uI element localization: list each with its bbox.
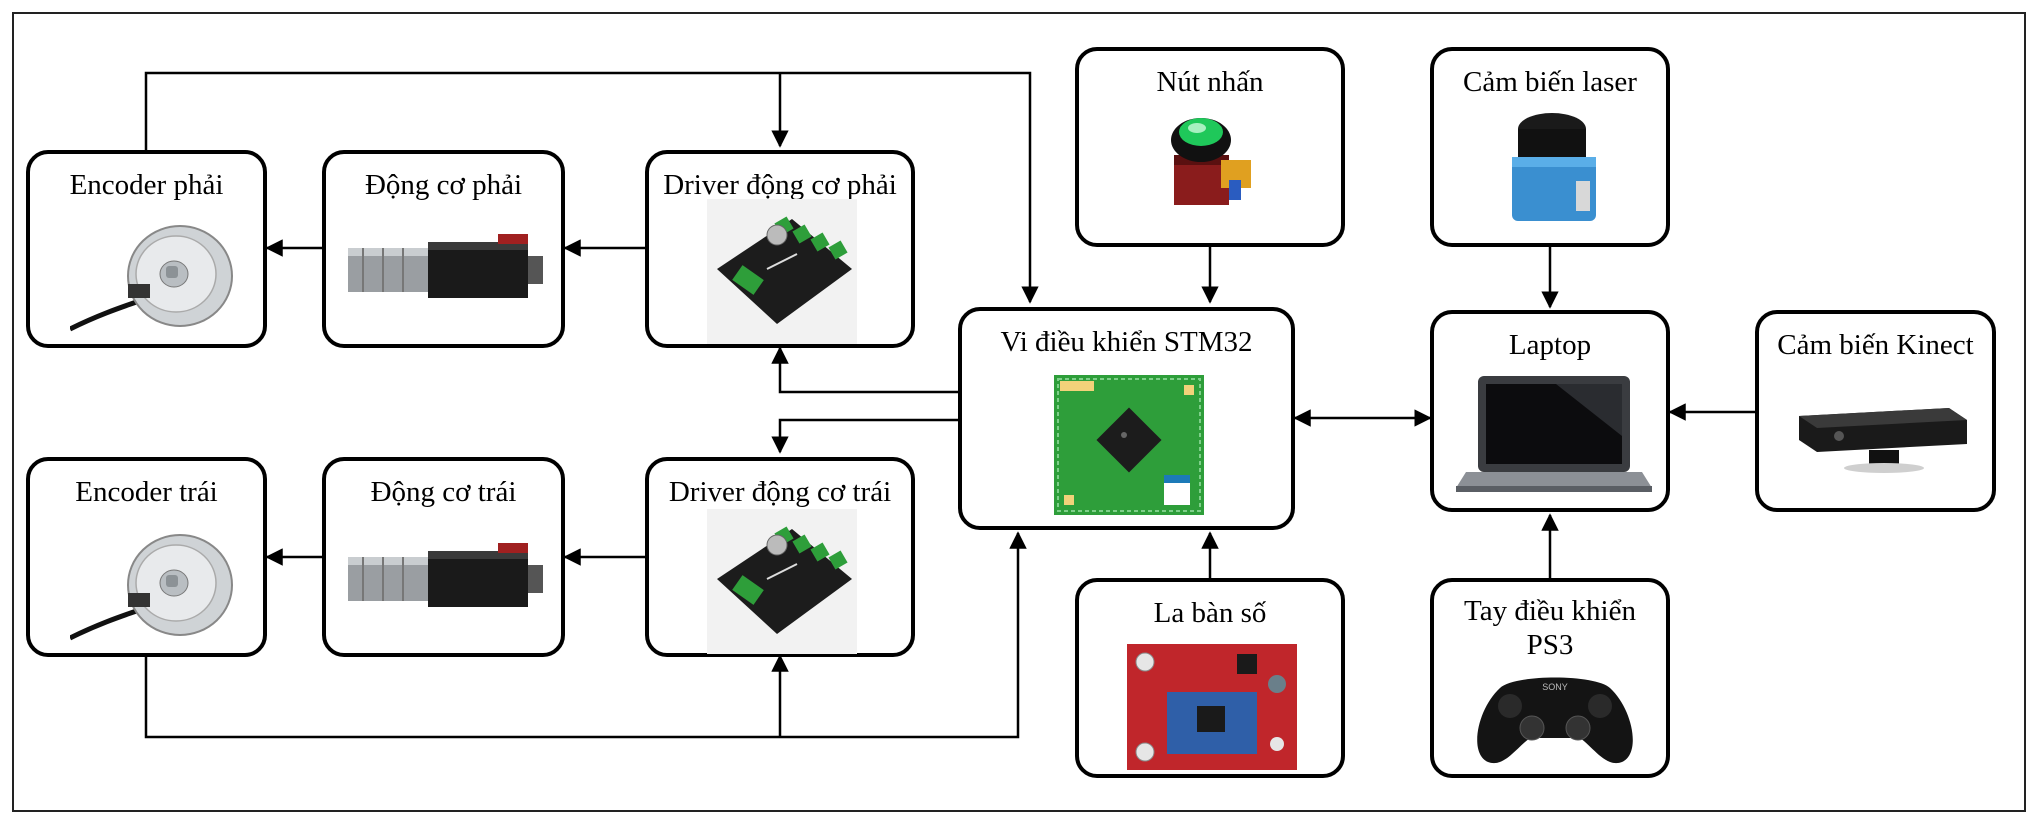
- kinect-sensor-icon: [1799, 408, 1967, 473]
- laser-scanner-icon: [1512, 113, 1596, 221]
- node-label-line2: PS3: [1526, 629, 1574, 661]
- node-label: Nút nhấn: [1156, 66, 1264, 98]
- node-label: Động cơ trái: [370, 476, 517, 508]
- node-mcu-stm32: Vi điều khiển STM32: [958, 307, 1295, 530]
- node-label: Driver động cơ trái: [668, 476, 892, 508]
- node-label: Encoder trái: [75, 476, 218, 508]
- node-label: Laptop: [1508, 329, 1592, 361]
- node-label: Động cơ phải: [364, 169, 523, 201]
- edge-mcu-to-driver-right: [771, 346, 958, 394]
- motor-driver-board-icon: [707, 199, 857, 344]
- edge-encoder-left-loop: [144, 531, 1027, 739]
- dc-motor-icon: [348, 543, 543, 607]
- node-motor-left: Động cơ trái: [322, 457, 565, 657]
- microcontroller-board-icon: [1054, 375, 1204, 515]
- node-label: Encoder phải: [69, 169, 224, 201]
- motor-driver-board-icon: [707, 509, 857, 654]
- edge-encoder-right-loop: [144, 71, 1039, 304]
- edge-mcu-to-driver-left: [771, 418, 958, 454]
- node-label: Driver động cơ phải: [663, 169, 897, 201]
- node-label: La bàn số: [1153, 597, 1267, 629]
- node-encoder-left: Encoder trái: [26, 457, 267, 657]
- node-encoder-right: Encoder phải: [26, 150, 267, 348]
- node-motor-right: Động cơ phải: [322, 150, 565, 348]
- gamepad-brand: SONY: [1542, 682, 1568, 692]
- rotary-encoder-icon: [70, 225, 233, 332]
- push-button-icon: [1171, 118, 1251, 205]
- compass-module-icon: [1127, 644, 1297, 770]
- node-digital-compass: La bàn số: [1075, 578, 1345, 778]
- node-driver-right: Driver động cơ phải: [645, 150, 915, 348]
- node-label: Cảm biến laser: [1463, 66, 1637, 98]
- node-kinect-sensor: Cảm biến Kinect: [1755, 310, 1996, 512]
- node-laser-sensor: Cảm biến laser: [1430, 47, 1670, 247]
- node-laptop: Laptop: [1430, 310, 1670, 512]
- diagram-frame: [12, 12, 2026, 812]
- rotary-encoder-icon: [70, 534, 233, 641]
- node-push-button: Nút nhấn: [1075, 47, 1345, 247]
- node-label: Vi điều khiển STM32: [1000, 326, 1253, 358]
- gamepad-icon: SONY: [1477, 677, 1633, 764]
- laptop-icon: [1456, 376, 1652, 492]
- node-label: Tay điều khiển: [1464, 595, 1636, 627]
- node-driver-left: Driver động cơ trái: [645, 457, 915, 657]
- node-label: Cảm biến Kinect: [1777, 329, 1974, 361]
- dc-motor-icon: [348, 234, 543, 298]
- node-ps3-gamepad: Tay điều khiển PS3 SONY: [1430, 578, 1670, 778]
